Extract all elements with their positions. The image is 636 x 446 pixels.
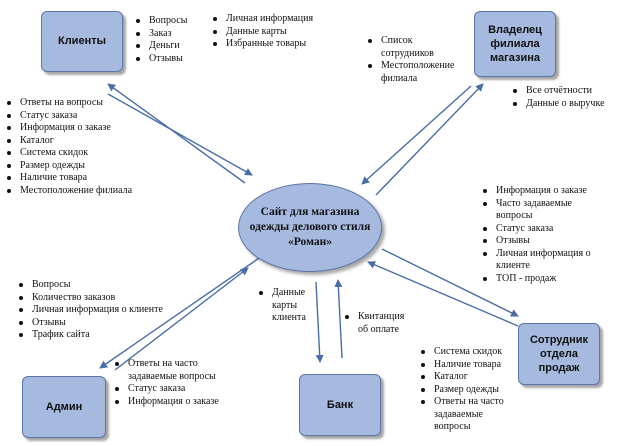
list-item: Личная информация (210, 13, 340, 26)
list-item: Деньги (133, 40, 208, 53)
list-item: Информация о заказе (480, 185, 610, 198)
list-item: Трафик сайта (16, 329, 166, 342)
node-owner-label: Владелец филиала магазина (488, 23, 542, 65)
list-item: Данные карты (210, 26, 340, 39)
list-item: Каталог (418, 371, 518, 384)
list-item: Система скидок (4, 147, 144, 160)
arrow-center-to-owner (375, 83, 484, 196)
list-item: Ответы на вопросы (4, 97, 144, 110)
list-item: Отзывы (133, 53, 208, 66)
list-item: Личная информация о клиенте (480, 248, 610, 273)
arrow-sales-to-center (367, 261, 519, 327)
list-item: Ответы на часто задаваемые вопросы (112, 358, 240, 383)
node-clients: Клиенты (41, 11, 123, 72)
arrow-admin-to-center (114, 267, 249, 371)
node-sales-label: Сотрудник отдела продаж (529, 333, 589, 375)
arrow-clients-to-center (107, 93, 253, 176)
node-admin-label: Админ (45, 400, 83, 413)
list-item: Квитанция об оплате (342, 311, 412, 336)
list-item: Заказ (133, 28, 208, 41)
list-item: Местоположение филиала (365, 60, 465, 85)
list-item: Система скидок (418, 346, 518, 359)
node-clients-label: Клиенты (57, 35, 106, 48)
list-item: Личная информация о клиенте (16, 304, 166, 317)
list-item: Наличие товара (418, 359, 518, 372)
list-item: Информация о заказе (112, 396, 240, 409)
list-item: Местоположение филиала (4, 185, 144, 198)
list-item: Отзывы (480, 235, 610, 248)
list-bank-right: Квитанция об оплате (342, 311, 412, 336)
arrow-owner-to-center (361, 85, 472, 185)
list-item: Данные о выручке (510, 98, 632, 111)
list-item: Статус заказа (112, 383, 240, 396)
list-item: Ответы на часто задаваемые вопросы (418, 396, 518, 434)
list-bank-left: Данные карты клиента (256, 287, 314, 325)
center-label: Сайт для магазина одежды делового стиля … (249, 206, 371, 248)
list-item: Все отчётности (510, 85, 632, 98)
node-bank: Банк (299, 374, 381, 436)
list-item: Часто задаваемые вопросы (480, 198, 610, 223)
node-bank-label: Банк (326, 398, 354, 411)
node-sales: Сотрудник отдела продаж (518, 323, 600, 385)
list-item: Количество заказов (16, 292, 166, 305)
list-item: Вопросы (16, 279, 166, 292)
arrow-center-to-sales (381, 248, 519, 317)
list-item: Вопросы (133, 15, 208, 28)
list-item: Статус заказа (4, 110, 144, 123)
list-item: Размер одежды (418, 384, 518, 397)
list-item: Информация о заказе (4, 122, 144, 135)
list-item: Наличие товара (4, 172, 144, 185)
list-item: Данные карты клиента (256, 287, 314, 325)
node-owner: Владелец филиала магазина (474, 11, 556, 77)
list-item: Статус заказа (480, 223, 610, 236)
arrow-center-to-bank (315, 281, 324, 363)
arrow-bank-to-center (334, 279, 343, 359)
list-item: Размер одежды (4, 160, 144, 173)
list-item: Отзывы (16, 317, 166, 330)
list-item: Каталог (4, 135, 144, 148)
arrow-center-to-admin (99, 255, 263, 369)
list-item: ТОП - продаж (480, 273, 610, 286)
node-center-site: Сайт для магазина одежды делового стиля … (238, 183, 382, 272)
list-item: Избранные товары (210, 38, 340, 51)
node-admin: Админ (22, 376, 106, 438)
arrow-center-to-clients (107, 83, 246, 184)
list-item: Список сотрудников (365, 35, 465, 60)
